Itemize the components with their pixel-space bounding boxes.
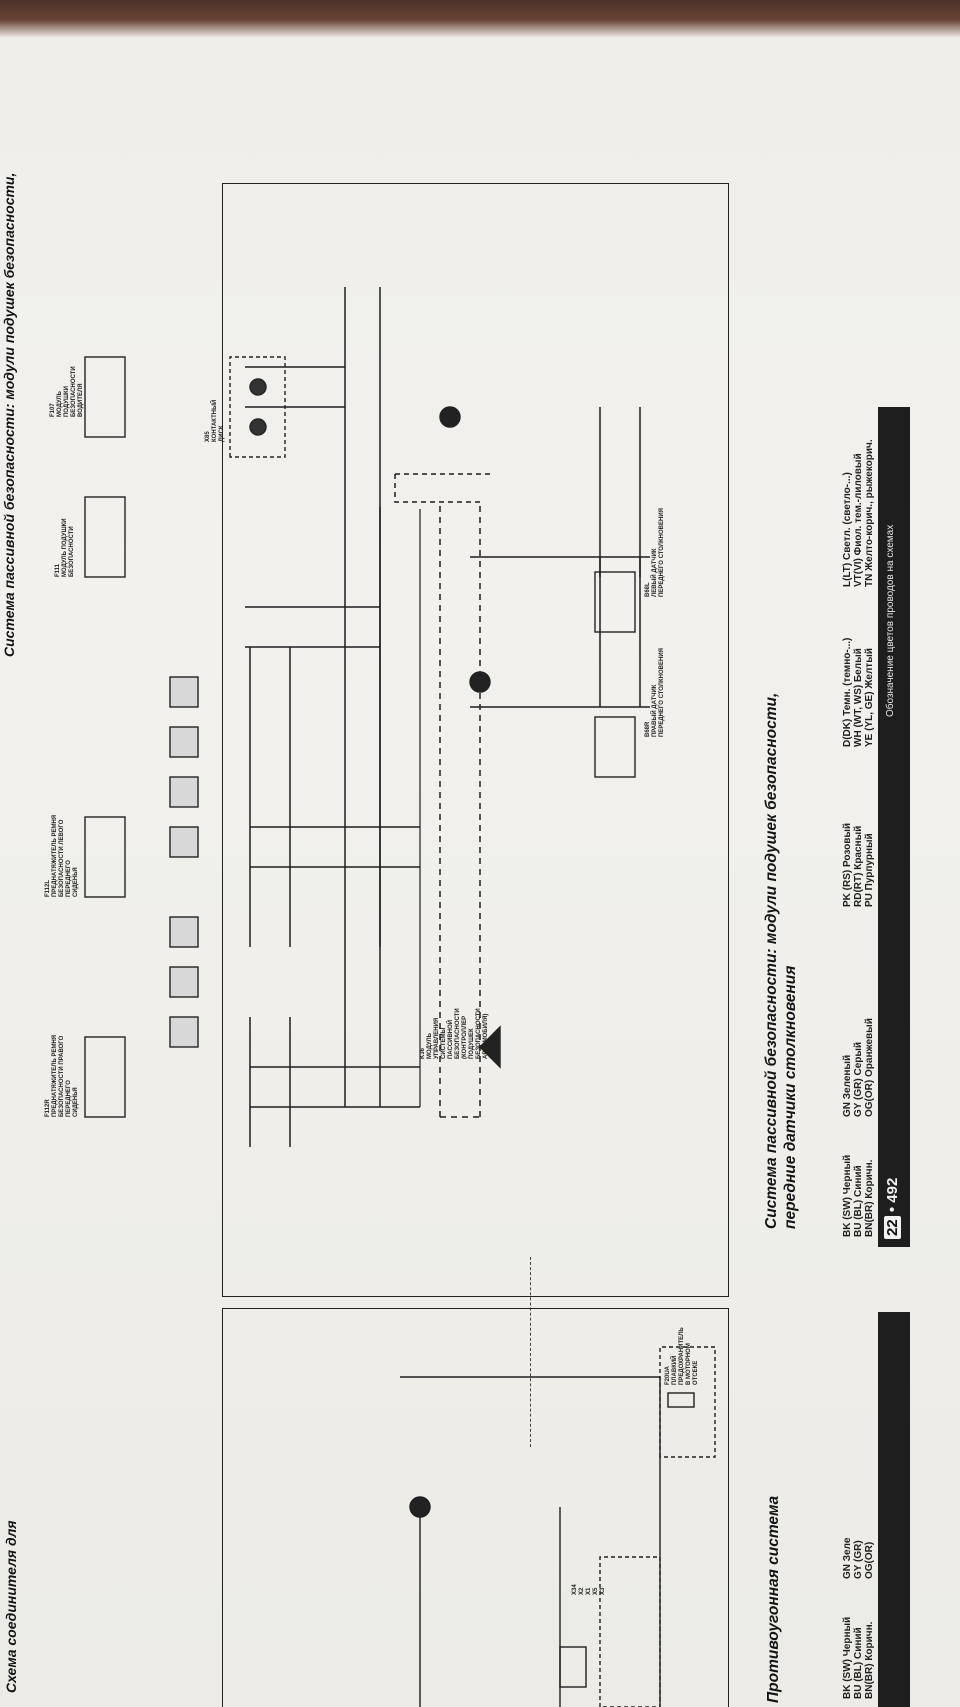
ground-marker-b [469, 671, 491, 693]
label-line: ПЕРЕДНЕГО СТОЛКНОВЕНИЯ [659, 508, 665, 597]
label-line: ПОДУШЕК [469, 1028, 475, 1059]
clockspring-box [229, 356, 286, 458]
connector-block-2 [169, 776, 199, 808]
pretensioner-left-symbol [84, 816, 126, 898]
label-line: ПРАВЫЙ ДАТЧИК [652, 684, 658, 737]
label-b68r: B68R ПРАВЫЙ ДАТЧИК ПЕРЕДНЕГО СТОЛКНОВЕНИ… [645, 648, 666, 737]
connector-block-5 [169, 1016, 199, 1048]
label-line: МОДУЛЬ [57, 391, 63, 417]
label-line: КОНТАКТНЫЙ [212, 399, 218, 442]
label-line: БЕЗОПАСНОСТИ [69, 526, 75, 577]
label-line: ПРЕДОХРАНИТЕЛЬ [679, 1327, 685, 1385]
next-ground-marker [409, 1496, 431, 1518]
label-line: БЕЗОПАСНОСТИ [71, 366, 77, 417]
label-line: ПОДУШКИ [64, 386, 70, 417]
label-line: В МОТОРНОМ [686, 1343, 692, 1385]
connector-block-4 [169, 676, 199, 708]
label-line: ПРЕДНАТЯЖИТЕЛЬ РЕМНЯ [52, 1034, 58, 1117]
bottom-caption-right: Схема соединителя для [3, 1520, 19, 1693]
label-line: F112R [45, 1099, 51, 1117]
next-module-symbol [559, 1646, 587, 1688]
passenger-airbag-symbol [84, 496, 126, 578]
warning-triangle-icon [479, 1025, 501, 1069]
label-line: F112L [45, 879, 51, 897]
connector-label: X3 [600, 1587, 606, 1595]
label-line: ВОДИТЕЛЯ [78, 383, 84, 417]
next-fuse-box [659, 1346, 716, 1458]
label-line: МОДУЛЬ ПОДУШКИ [62, 518, 68, 577]
next-fuse-symbol [667, 1392, 695, 1408]
sensor-left-symbol [594, 571, 636, 633]
label-line: СИДЕНЬЯ [73, 1087, 79, 1117]
connector-label: X5 [593, 1587, 599, 1595]
label-line: F111 [55, 563, 61, 577]
label-line: ПЕРЕДНЕГО [66, 860, 72, 897]
label-line: МОДУЛЬ [427, 1033, 433, 1059]
next-fuse-label: F20UA ПЛАВКИЙ ПРЕДОХРАНИТЕЛЬ В МОТОРНОМ … [665, 1327, 700, 1385]
label-line: K36 [420, 1047, 426, 1059]
bottom-caption-left: Система пассивной безопасности: модули п… [1, 172, 17, 657]
label-line: БЕЗОПАСНОСТИ [455, 1008, 461, 1059]
connector-block-3 [169, 726, 199, 758]
label-line: СИСТЕМЫ [441, 1027, 447, 1059]
next-connector-labels: X34 X2 X1 X5 X3 [572, 1584, 607, 1595]
label-line: ПЛАВКИЙ [672, 1355, 678, 1385]
clockspring-contact-2 [249, 418, 267, 436]
label-k36-sdm: K36 МОДУЛЬ УПРАВЛЕНИЯ СИСТЕМЫ ПАССИВНОЙ … [420, 1008, 497, 1059]
label-line: ПЕРЕДНЕГО СТОЛКНОВЕНИЯ [659, 648, 665, 737]
connector-block-6 [169, 966, 199, 998]
label-line: ПРЕДНАТЯЖИТЕЛЬ РЕМНЯ [52, 814, 58, 897]
connector-label: X34 [572, 1584, 578, 1595]
label-line: ПАССИВНОЙ [448, 1019, 454, 1059]
label-f112l: F112L ПРЕДНАТЯЖИТЕЛЬ РЕМНЯ БЕЗОПАСНОСТИ … [45, 815, 80, 897]
next-wiring-diagram [400, 1346, 716, 1707]
label-line: ПЕРЕДНЕГО [66, 1080, 72, 1117]
label-line: ОТСЕКЕ [693, 1360, 699, 1385]
pretensioner-right-symbol [84, 1036, 126, 1118]
label-line: БЕЗОПАСНОСТИ ЛЕВОГО [59, 819, 65, 897]
label-line: БЕЗОПАСНОСТИ [476, 1008, 482, 1059]
label-line: F20UA [665, 1365, 671, 1385]
label-x85: X85 КОНТАКТНЫЙ ДИСК [205, 400, 226, 442]
label-line: B68L [645, 582, 651, 597]
label-line: X85 [205, 431, 211, 442]
next-relay-box [599, 1556, 661, 1707]
label-f112r: F112R ПРЕДНАТЯЖИТЕЛЬ РЕМНЯ БЕЗОПАСНОСТИ … [45, 1035, 80, 1117]
label-line: (КОНТРОЛЛЕР [462, 1015, 468, 1059]
label-line: (SDM) [490, 1041, 496, 1059]
sensor-right-symbol [594, 716, 636, 778]
connector-label: X1 [586, 1587, 592, 1595]
sdm-module-boundary [394, 473, 490, 503]
label-line: АВТОМОБИЛЯ) [483, 1013, 489, 1059]
ground-marker-a [439, 406, 461, 428]
label-line: ЛЕВЫЙ ДАТЧИК [652, 548, 658, 597]
label-line: УПРАВЛЕНИЯ [434, 1017, 440, 1059]
driver-airbag-symbol [84, 356, 126, 438]
connector-block-7 [169, 916, 199, 948]
connector-block-1 [169, 826, 199, 858]
label-b68l: B68L ЛЕВЫЙ ДАТЧИК ПЕРЕДНЕГО СТОЛКНОВЕНИЯ [645, 508, 666, 597]
label-f111: F111 МОДУЛЬ ПОДУШКИ БЕЗОПАСНОСТИ [55, 518, 76, 577]
label-f107: F107 МОДУЛЬ ПОДУШКИ БЕЗОПАСНОСТИ ВОДИТЕЛ… [50, 366, 85, 417]
connector-label: X2 [579, 1587, 585, 1595]
clockspring-contact-1 [249, 378, 267, 396]
label-line: БЕЗОПАСНОСТИ ПРАВОГО [59, 1035, 65, 1117]
label-line: B68R [645, 721, 651, 737]
label-line: СИДЕНЬЯ [73, 867, 79, 897]
label-line: F107 [50, 403, 56, 417]
label-line: ДИСК [219, 425, 225, 442]
